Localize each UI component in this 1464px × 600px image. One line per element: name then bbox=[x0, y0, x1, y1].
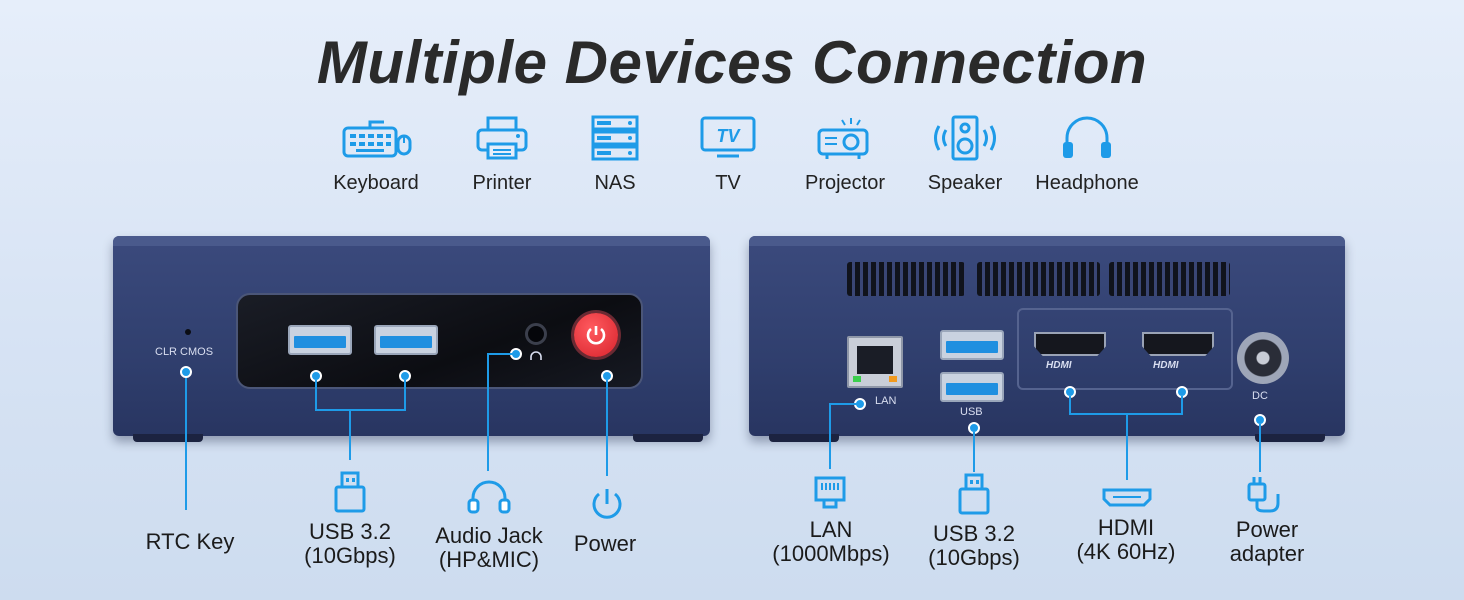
device-label: Printer bbox=[472, 172, 532, 194]
callout-line bbox=[185, 372, 187, 510]
caption-text: Audio Jack bbox=[435, 523, 543, 548]
caption-text: (10Gbps) bbox=[304, 543, 396, 568]
caption-text: Power bbox=[573, 531, 637, 556]
caption-text: adapter bbox=[1229, 541, 1305, 566]
callout-line bbox=[349, 410, 351, 460]
rear-usb-port-2[interactable] bbox=[940, 372, 1004, 402]
hdmi-logo: HDMI bbox=[1153, 360, 1179, 371]
lan-port-label: LAN bbox=[875, 395, 897, 407]
projector-icon bbox=[817, 118, 869, 159]
caption-audio-jack: Audio Jack (HP&MIC) bbox=[414, 524, 564, 572]
device-keyboard: Keyboard bbox=[316, 114, 436, 195]
caption-text: (4K 60Hz) bbox=[1076, 539, 1176, 564]
tv-screen-text: TV bbox=[716, 126, 741, 146]
clr-cmos-hole[interactable] bbox=[185, 329, 191, 335]
callout-dot bbox=[180, 366, 192, 378]
page-title: Multiple Devices Connection bbox=[316, 29, 1148, 96]
device-speaker: Speaker bbox=[905, 114, 1025, 195]
hdmi-logo: HDMI bbox=[1046, 360, 1072, 371]
callout-line bbox=[487, 353, 489, 471]
caption-text: RTC Key bbox=[145, 529, 235, 554]
device-nas: NAS bbox=[555, 114, 675, 195]
usb-plug-icon bbox=[334, 471, 366, 513]
lan-port[interactable] bbox=[847, 336, 903, 388]
callout-line bbox=[973, 432, 975, 472]
power-icon bbox=[586, 326, 606, 345]
device-label: Keyboard bbox=[333, 172, 419, 194]
caption-power-adapter: Power adapter bbox=[1204, 518, 1330, 566]
nas-icon bbox=[591, 115, 639, 161]
callout-line bbox=[1126, 414, 1128, 480]
rear-usb-port-1[interactable] bbox=[940, 330, 1004, 360]
usb-plug-icon bbox=[958, 473, 990, 515]
hdmi-port-1[interactable] bbox=[1034, 332, 1106, 356]
callout-line bbox=[1069, 396, 1071, 414]
device-headphone: Headphone bbox=[1027, 114, 1147, 195]
front-io-panel bbox=[236, 293, 643, 389]
keyboard-icon bbox=[342, 120, 412, 158]
caption-text: LAN bbox=[809, 517, 853, 542]
caption-text: (10Gbps) bbox=[928, 545, 1020, 570]
dc-label: DC bbox=[1252, 390, 1268, 402]
caption-text: (HP&MIC) bbox=[438, 547, 540, 572]
callout-line bbox=[829, 403, 831, 469]
device-projector: Projector bbox=[785, 114, 905, 195]
callout-line bbox=[606, 380, 608, 476]
vent bbox=[847, 262, 965, 296]
front-usb-port-2[interactable] bbox=[374, 325, 438, 355]
device-printer: Printer bbox=[442, 114, 562, 195]
caption-text: USB 3.2 bbox=[309, 519, 391, 544]
device-label: TV bbox=[715, 172, 741, 194]
caption-text: USB 3.2 bbox=[933, 521, 1015, 546]
device-tv: TV TV bbox=[668, 114, 788, 195]
device-label: Headphone bbox=[1035, 172, 1139, 194]
mini-pc-front: CLR CMOS bbox=[113, 236, 710, 442]
printer-icon bbox=[476, 116, 528, 160]
device-label: NAS bbox=[594, 172, 636, 194]
headphone-icon bbox=[1063, 116, 1111, 158]
headset-icon bbox=[530, 351, 542, 360]
callout-line bbox=[1181, 396, 1183, 414]
caption-text: Power bbox=[1235, 517, 1299, 542]
hdmi-cable-icon bbox=[1102, 488, 1152, 507]
caption-text: (1000Mbps) bbox=[772, 541, 890, 566]
mini-pc-rear: LAN USB HDMI HDMI DC bbox=[749, 236, 1345, 442]
headphone-icon bbox=[467, 480, 511, 514]
hdmi-recess bbox=[1017, 308, 1233, 390]
caption-usb-front: USB 3.2 (10Gbps) bbox=[280, 520, 420, 568]
callout-line bbox=[487, 353, 515, 355]
tv-icon: TV bbox=[700, 116, 756, 158]
clr-cmos-label: CLR CMOS bbox=[155, 346, 214, 358]
power-button[interactable] bbox=[574, 313, 618, 357]
speaker-icon bbox=[934, 115, 996, 161]
callout-line bbox=[1259, 424, 1261, 472]
vent bbox=[977, 262, 1100, 296]
callout-line bbox=[404, 380, 406, 410]
power-icon bbox=[592, 489, 622, 519]
dc-jack[interactable] bbox=[1237, 332, 1289, 384]
caption-usb-rear: USB 3.2 (10Gbps) bbox=[904, 522, 1044, 570]
device-label: Speaker bbox=[927, 172, 1003, 194]
device-label: Projector bbox=[804, 172, 886, 194]
ethernet-icon bbox=[814, 476, 846, 509]
usb-port-label: USB bbox=[960, 406, 983, 418]
caption-rtc-key: RTC Key bbox=[120, 530, 260, 554]
caption-power: Power bbox=[550, 532, 660, 556]
caption-text: HDMI bbox=[1097, 515, 1155, 540]
front-usb-port-1[interactable] bbox=[288, 325, 352, 355]
callout-line bbox=[315, 380, 317, 410]
audio-jack-port[interactable] bbox=[525, 323, 547, 345]
caption-lan: LAN (1000Mbps) bbox=[756, 518, 906, 566]
power-adapter-icon bbox=[1247, 477, 1280, 513]
hdmi-port-2[interactable] bbox=[1142, 332, 1214, 356]
callout-line bbox=[829, 403, 859, 405]
vent bbox=[1109, 262, 1230, 296]
callout-line bbox=[315, 409, 406, 411]
caption-hdmi: HDMI (4K 60Hz) bbox=[1056, 516, 1196, 564]
